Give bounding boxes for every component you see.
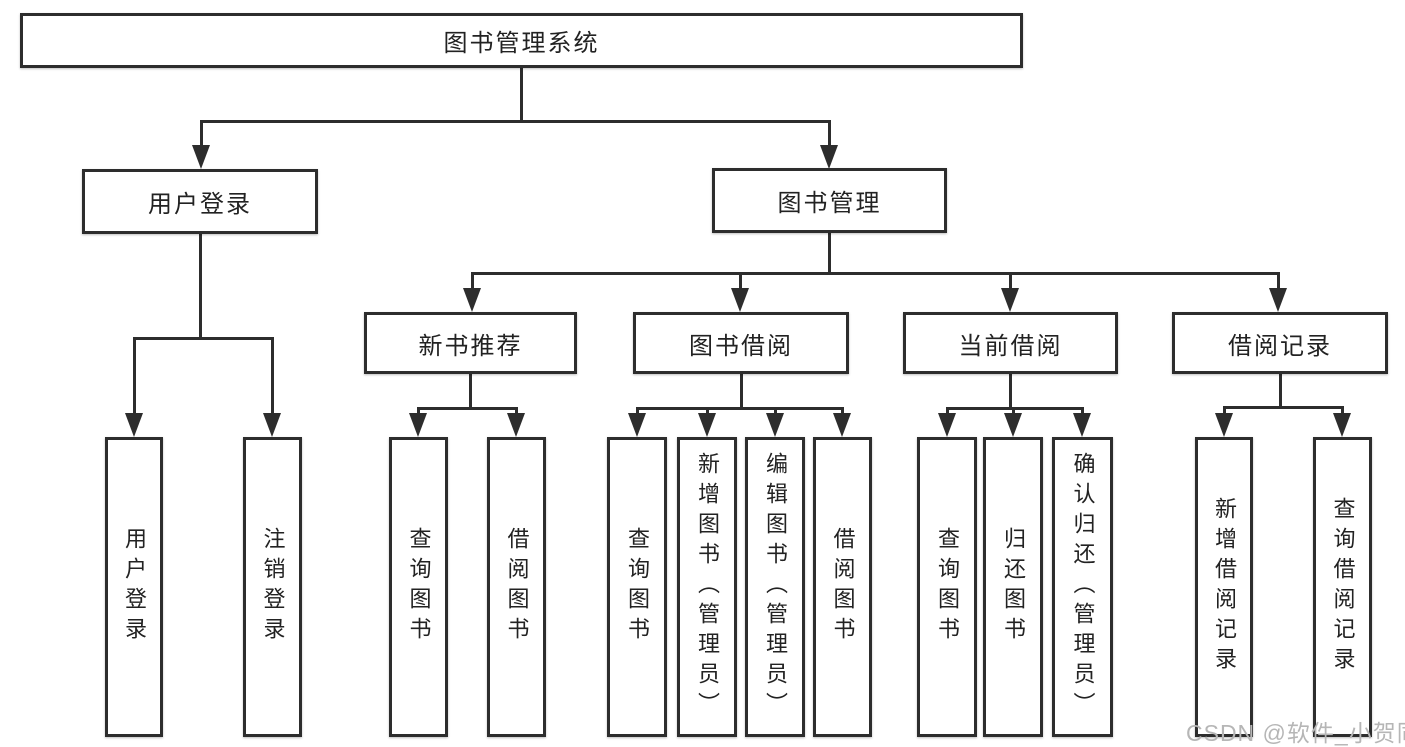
node-label: 新增借阅记录 bbox=[1212, 497, 1237, 677]
arrowhead-down-icon bbox=[938, 413, 956, 437]
arrowhead-down-icon bbox=[1004, 413, 1022, 437]
connector-stem bbox=[739, 373, 743, 410]
connector-stem bbox=[132, 337, 136, 415]
node-user-login-group: 用户登录 bbox=[82, 169, 318, 234]
connector-stem bbox=[840, 407, 844, 415]
node-label: 确认归还（管理员） bbox=[1070, 452, 1096, 722]
connector-rail bbox=[416, 407, 518, 410]
node-label: 借阅图书 bbox=[504, 527, 530, 647]
connector-stem bbox=[1011, 407, 1015, 415]
node-edit-books-admin: 编辑图书（管理员） bbox=[745, 437, 805, 737]
node-query-borrow-record: 查询借阅记录 bbox=[1313, 437, 1372, 737]
connector-rail bbox=[1222, 406, 1344, 409]
arrowhead-down-icon bbox=[731, 288, 749, 312]
connector-stem bbox=[1278, 373, 1282, 409]
node-query-books-recommend: 查询图书 bbox=[389, 437, 448, 737]
connector-stem bbox=[1080, 407, 1084, 415]
connector-rail bbox=[635, 407, 844, 410]
connector-stem bbox=[827, 120, 831, 147]
node-label: 图书借阅 bbox=[689, 332, 793, 360]
node-label: 归还图书 bbox=[1001, 527, 1026, 647]
arrowhead-down-icon bbox=[1269, 288, 1287, 312]
node-return-books: 归还图书 bbox=[983, 437, 1043, 737]
node-label: 用户登录 bbox=[122, 527, 147, 647]
node-add-borrow-record: 新增借阅记录 bbox=[1195, 437, 1253, 737]
node-borrow-books-borrowing: 借阅图书 bbox=[813, 437, 872, 737]
node-confirm-return-admin: 确认归还（管理员） bbox=[1052, 437, 1113, 737]
node-add-books-admin: 新增图书（管理员） bbox=[677, 437, 737, 737]
connector-stem bbox=[1276, 272, 1280, 290]
connector-stem bbox=[514, 407, 518, 415]
node-label: 当前借阅 bbox=[958, 332, 1063, 360]
connector-stem bbox=[270, 337, 274, 415]
node-label: 注销登录 bbox=[260, 527, 286, 647]
arrowhead-down-icon bbox=[628, 413, 646, 437]
node-label: 查询借阅记录 bbox=[1330, 497, 1356, 677]
arrowhead-down-icon bbox=[1073, 413, 1091, 437]
connector-rail bbox=[945, 407, 1084, 410]
arrowhead-down-icon bbox=[263, 413, 281, 437]
arrowhead-down-icon bbox=[833, 413, 851, 437]
node-query-books-borrowing: 查询图书 bbox=[607, 437, 667, 737]
watermark: CSDN @软件_小贺同学 bbox=[1186, 720, 1405, 746]
connector-stem bbox=[827, 232, 831, 275]
connector-stem bbox=[945, 407, 949, 415]
node-user-login: 用户登录 bbox=[105, 437, 163, 737]
node-label: 查询图书 bbox=[935, 527, 960, 647]
node-book-management: 图书管理 bbox=[712, 168, 947, 233]
connector-stem bbox=[199, 120, 203, 147]
arrowhead-down-icon bbox=[1001, 288, 1019, 312]
node-label: 编辑图书（管理员） bbox=[763, 452, 788, 722]
connector-stem bbox=[738, 272, 742, 290]
connector-stem bbox=[705, 407, 709, 415]
node-label: 用户登录 bbox=[148, 191, 252, 218]
connector-stem bbox=[470, 272, 474, 290]
connector-stem bbox=[468, 373, 472, 410]
node-label: 查询图书 bbox=[625, 527, 650, 647]
node-borrow-books-recommend: 借阅图书 bbox=[487, 437, 546, 737]
connector-stem bbox=[1340, 406, 1344, 415]
node-current-borrowing: 当前借阅 bbox=[903, 312, 1118, 374]
node-label: 图书管理 bbox=[777, 190, 882, 217]
connector-stem bbox=[198, 233, 202, 340]
connector-stem bbox=[1008, 272, 1012, 290]
arrowhead-down-icon bbox=[1333, 413, 1351, 437]
node-book-borrowing: 图书借阅 bbox=[633, 312, 849, 374]
node-label: 借阅记录 bbox=[1228, 332, 1332, 360]
node-label: 图书管理系统 bbox=[443, 30, 600, 57]
node-label: 查询图书 bbox=[406, 527, 432, 647]
arrowhead-down-icon bbox=[409, 413, 427, 437]
arrowhead-down-icon bbox=[766, 413, 784, 437]
node-label: 新书推荐 bbox=[418, 332, 523, 360]
connector-stem bbox=[416, 407, 420, 415]
node-logout: 注销登录 bbox=[243, 437, 302, 737]
arrowhead-down-icon bbox=[463, 288, 481, 312]
arrowhead-down-icon bbox=[507, 413, 525, 437]
node-borrow-records: 借阅记录 bbox=[1172, 312, 1388, 374]
connector-rail bbox=[470, 272, 1280, 275]
node-new-book-recommend: 新书推荐 bbox=[364, 312, 577, 374]
connector-rail bbox=[132, 337, 274, 340]
connector-stem bbox=[635, 407, 639, 415]
node-label: 新增图书（管理员） bbox=[695, 452, 720, 722]
connector-stem bbox=[519, 68, 523, 123]
connector-stem bbox=[773, 407, 777, 415]
connector-stem bbox=[1222, 406, 1226, 415]
connector-rail bbox=[199, 120, 831, 123]
arrowhead-down-icon bbox=[820, 145, 838, 169]
arrowhead-down-icon bbox=[1215, 413, 1233, 437]
node-query-books-current: 查询图书 bbox=[917, 437, 977, 737]
arrowhead-down-icon bbox=[698, 413, 716, 437]
connector-stem bbox=[1008, 373, 1012, 410]
arrowhead-down-icon bbox=[125, 413, 143, 437]
node-system-root: 图书管理系统 bbox=[20, 13, 1023, 68]
node-label: 借阅图书 bbox=[830, 527, 856, 647]
arrowhead-down-icon bbox=[192, 145, 210, 169]
